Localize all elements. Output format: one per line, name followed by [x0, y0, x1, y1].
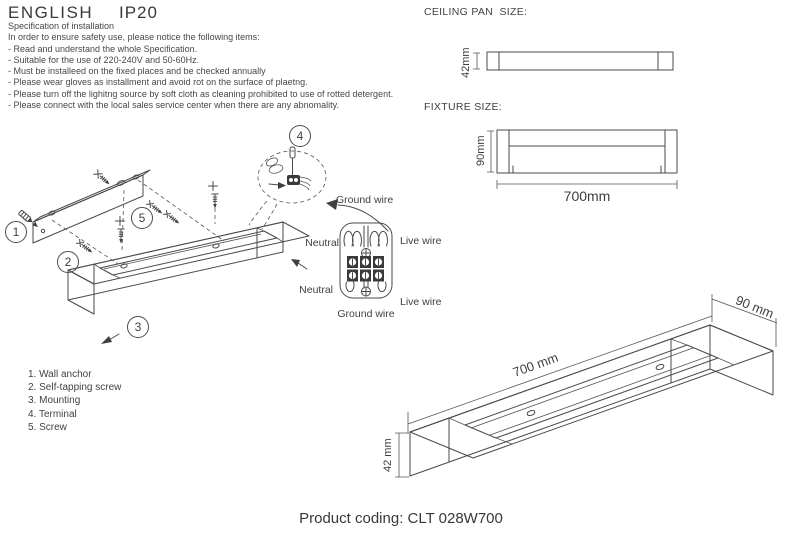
screw-hole — [655, 363, 665, 371]
parts-item: 1. Wall anchor — [28, 369, 92, 380]
fixture-outline — [496, 129, 678, 174]
detail-bubble — [248, 146, 327, 230]
screw-icon — [145, 199, 163, 214]
spec-intro: In order to ensure safety use, please no… — [8, 32, 260, 43]
screw-hole — [526, 409, 536, 417]
hand-icon — [265, 157, 284, 174]
callout-4-label: 4 — [297, 129, 304, 143]
screw-head-icon — [115, 216, 125, 226]
screw-icon — [93, 169, 110, 185]
arrow-icon — [101, 333, 120, 344]
spec-block: Specification of installation In order t… — [8, 21, 393, 111]
fixture-feet-lines — [512, 165, 662, 174]
iso-length-dim-line — [407, 294, 713, 433]
screw-head-icon — [208, 181, 218, 191]
terminal-mini — [287, 175, 312, 191]
iso-right-face — [709, 324, 774, 396]
arrow-icon — [268, 182, 286, 189]
mounting-bracket — [32, 169, 151, 244]
live-wire-bottom-label: Live wire — [400, 296, 442, 308]
parts-item: 2. Self-tapping screw — [28, 382, 122, 394]
fixture-height-dim-line — [487, 130, 494, 173]
callout-1: 1 — [5, 221, 27, 243]
wire-hooks-bottom — [345, 281, 387, 293]
parts-item: 3. Mounting — [28, 395, 81, 407]
iso-endcap-separators — [448, 338, 672, 463]
header-language-label: ENGLISH — [8, 3, 94, 22]
arrow-icon — [291, 259, 308, 270]
spec-item: - Must be installeed on the fixed places… — [8, 66, 266, 77]
ground-wire-arrow — [326, 199, 389, 232]
spec-item: - Please wear gloves as installment and … — [8, 77, 308, 88]
ceiling-pan-dim-line — [473, 52, 480, 70]
terminal-block — [339, 222, 393, 299]
screw-icon — [75, 238, 93, 253]
ceiling-pan-outline — [486, 51, 674, 71]
live-wire-top-label: Live wire — [400, 235, 442, 247]
wall-anchor-icon — [18, 209, 39, 228]
parts-item: 4. Terminal — [28, 408, 77, 420]
section-title-fixture: FIXTURE SIZE: — [424, 101, 502, 113]
screw-icon — [162, 209, 180, 224]
callout-1-label: 1 — [13, 225, 20, 239]
section-title-ceiling-pan: CEILING PAN SIZE: — [424, 6, 528, 18]
neutral-top-label: Neutral — [305, 237, 339, 249]
wire-hooks-top — [343, 230, 388, 247]
ceiling-pan-diagram: 42mm — [460, 47, 674, 78]
spec-item: - Please turn off the lighitng source by… — [8, 88, 394, 99]
callout-3: 3 — [127, 316, 149, 338]
fixture-length-dim-line — [496, 180, 678, 189]
dim-fixture-height-label: 90mm — [475, 135, 487, 166]
product-coding-label: Product coding: CLT 028W700 — [299, 510, 503, 527]
ground-wire-lines-top — [363, 225, 369, 248]
dim-ceiling-pan-height-label: 42mm — [460, 47, 472, 78]
ground-wire-bottom-label: Ground wire — [337, 308, 394, 320]
dim-iso-length-label: 700 mm — [511, 350, 560, 380]
iso-depth-dim-line — [711, 298, 778, 347]
terminal-contacts — [347, 256, 384, 282]
callout-5-label: 5 — [139, 211, 146, 225]
parts-list: 1. Wall anchor 2. Self-tapping screw 3. … — [28, 368, 121, 434]
iso-channel-lines — [448, 338, 735, 445]
callout-2-label: 2 — [65, 255, 72, 269]
header-ip-rating: IP20 — [119, 3, 158, 22]
dim-fixture-length-label: 700mm — [564, 188, 611, 204]
callout-3-label: 3 — [135, 320, 142, 334]
dim-iso-depth-label: 90 mm — [733, 292, 775, 321]
callout-2: 2 — [57, 251, 79, 273]
iso-front-face — [409, 324, 711, 477]
ground-wire-top-label: Ground wire — [336, 194, 393, 206]
spec-item: - Read and understand the whole Specific… — [8, 43, 198, 54]
iso-diagram: 700 mm 90 mm 42 mm — [382, 292, 778, 478]
callout-5: 5 — [131, 207, 153, 229]
fixture-front-diagram: 90mm 700mm — [475, 129, 678, 204]
parts-item: 5. Screw — [28, 421, 67, 433]
alignment-dashed-lines — [51, 179, 225, 265]
iso-height-dim-line — [395, 432, 409, 478]
spec-item: - Please connect with the local sales se… — [8, 100, 340, 111]
ground-wire-lines-bottom — [363, 280, 369, 289]
screw-icon — [117, 228, 125, 244]
dim-iso-height-label: 42 mm — [382, 438, 394, 472]
fixture-inner-lines — [508, 129, 666, 174]
exploded-diagram: 1 2 3 4 5 — [5, 125, 327, 344]
screw-head-icon — [361, 286, 371, 297]
screw-icon — [211, 193, 219, 209]
iso-top-face — [409, 324, 774, 459]
ceiling-pan-endcap-lines — [498, 51, 659, 71]
spec-title: Specification of installation — [8, 21, 115, 31]
spec-item: - Suitable for the use of 220-240V and 5… — [8, 54, 200, 65]
wiring-diagram: Ground wire — [299, 194, 441, 320]
fixture-body — [67, 221, 310, 315]
callout-4: 4 — [289, 125, 311, 147]
neutral-bottom-label: Neutral — [299, 284, 333, 296]
